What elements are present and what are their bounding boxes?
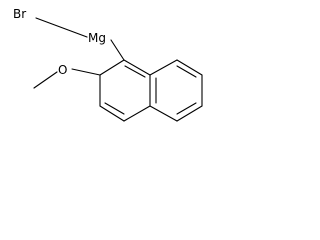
- bond-c6-c5: [176, 105, 203, 122]
- bond-c4-c4a: [123, 105, 151, 122]
- double-bond-c1-c8a: [124, 65, 146, 78]
- double-bond-c3-c4: [104, 102, 125, 115]
- bond-c3-c4: [99, 105, 125, 122]
- atom-label-br: Br: [13, 7, 26, 21]
- bond-br-mg: [35, 17, 88, 38]
- bond-c5-c4a: [149, 105, 178, 122]
- bond-c8a-c8: [149, 59, 178, 76]
- bond-c8a-c1: [123, 59, 151, 76]
- bond-mg-c1: [110, 39, 125, 61]
- bond-c1-c2: [99, 59, 125, 76]
- bond-c8-c7: [176, 59, 203, 76]
- molecule-structure: Br Mg O: [13, 7, 203, 122]
- double-bond-c6-c5: [176, 102, 197, 115]
- bond-c2-o: [71, 68, 101, 76]
- atom-label-o: O: [58, 63, 67, 77]
- double-bond-c8-c7: [176, 65, 197, 78]
- bond-o-ch3: [33, 71, 58, 89]
- atom-label-mg: Mg: [88, 31, 106, 45]
